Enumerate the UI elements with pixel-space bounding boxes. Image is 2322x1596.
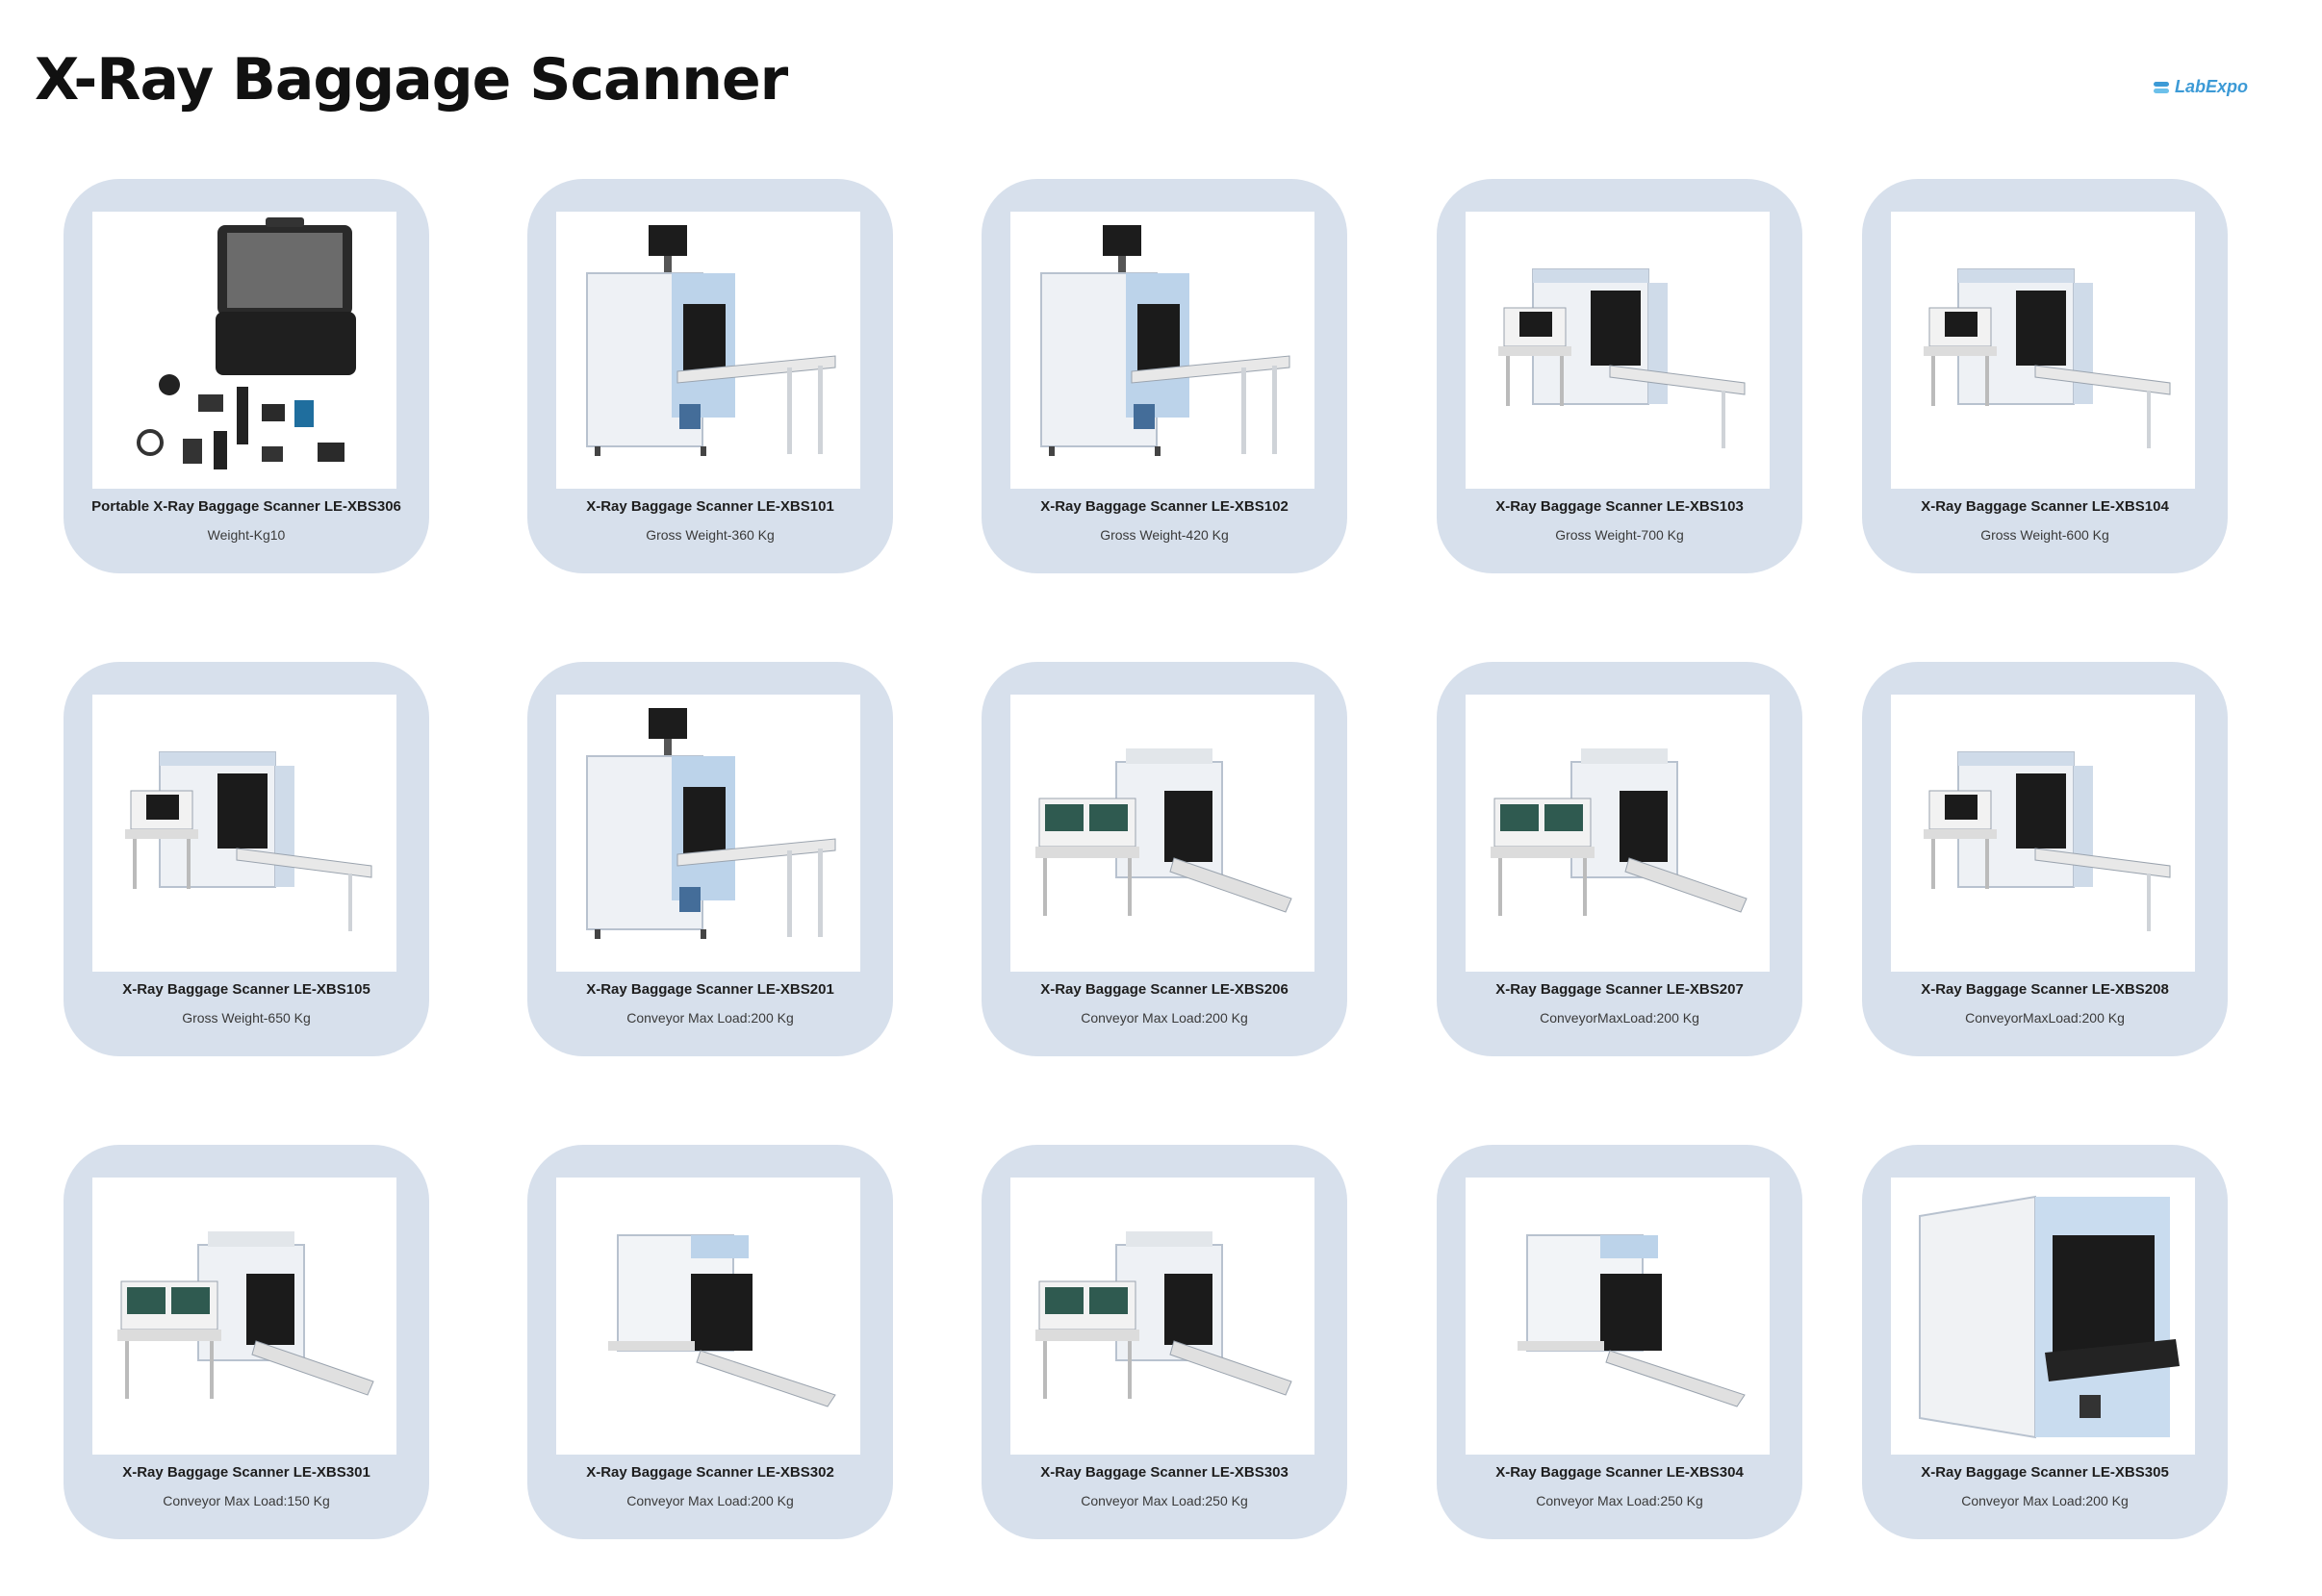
product-spec: Conveyor Max Load:150 Kg	[163, 1493, 330, 1508]
product-name: X-Ray Baggage Scanner LE-XBS303	[1040, 1464, 1289, 1481]
product-spec: Gross Weight-600 Kg	[1980, 527, 2109, 543]
brand-logo[interactable]: LabExpo	[2154, 77, 2248, 97]
logo-text: LabExpo	[2175, 77, 2249, 96]
scanner-monitor-icon	[556, 212, 860, 489]
product-name: X-Ray Baggage Scanner LE-XBS104	[1921, 498, 2169, 515]
product-spec: Conveyor Max Load:200 Kg	[1081, 1010, 1248, 1026]
scanner-desk-icon	[1466, 212, 1770, 489]
product-spec: ConveyorMaxLoad:200 Kg	[1965, 1010, 2125, 1026]
product-spec: Conveyor Max Load:200 Kg	[626, 1010, 794, 1026]
product-name: X-Ray Baggage Scanner LE-XBS304	[1495, 1464, 1744, 1481]
product-name: X-Ray Baggage Scanner LE-XBS102	[1040, 498, 1289, 515]
product-spec: Gross Weight-650 Kg	[182, 1010, 311, 1026]
product-name: X-Ray Baggage Scanner LE-XBS305	[1921, 1464, 2169, 1481]
scanner-desk-icon	[92, 695, 396, 972]
product-name: X-Ray Baggage Scanner LE-XBS208	[1921, 981, 2169, 998]
product-spec: Gross Weight-420 Kg	[1100, 527, 1229, 543]
logo-icon	[2154, 81, 2171, 94]
product-spec: Conveyor Max Load:250 Kg	[1536, 1493, 1703, 1508]
scanner-dual-icon	[92, 1178, 396, 1455]
product-spec: ConveyorMaxLoad:200 Kg	[1540, 1010, 1699, 1026]
product-card[interactable]: Portable X-Ray Baggage Scanner LE-XBS306…	[64, 179, 429, 573]
product-spec: Gross Weight-700 Kg	[1555, 527, 1684, 543]
product-spec: Conveyor Max Load:200 Kg	[1961, 1493, 2129, 1508]
scanner-dual-icon	[1466, 695, 1770, 972]
product-spec: Weight-Kg10	[207, 527, 286, 543]
page-title: X-Ray Baggage Scanner	[35, 46, 788, 114]
scanner-dual-icon	[1010, 1178, 1314, 1455]
portable-case-icon	[92, 212, 396, 489]
product-name: X-Ray Baggage Scanner LE-XBS201	[586, 981, 834, 998]
product-name: X-Ray Baggage Scanner LE-XBS206	[1040, 981, 1289, 998]
product-spec: Gross Weight-360 Kg	[646, 527, 775, 543]
product-spec: Conveyor Max Load:250 Kg	[1081, 1493, 1248, 1508]
scanner-large-icon	[1891, 1178, 2195, 1455]
product-name: Portable X-Ray Baggage Scanner LE-XBS306	[91, 498, 401, 515]
product-name: X-Ray Baggage Scanner LE-XBS302	[586, 1464, 834, 1481]
scanner-monitor-icon	[556, 695, 860, 972]
product-name: X-Ray Baggage Scanner LE-XBS103	[1495, 498, 1744, 515]
scanner-monitor-icon	[1010, 212, 1314, 489]
scanner-desk-icon	[1891, 695, 2195, 972]
scanner-ramp-icon	[1466, 1178, 1770, 1455]
product-name: X-Ray Baggage Scanner LE-XBS101	[586, 498, 834, 515]
product-name: X-Ray Baggage Scanner LE-XBS301	[122, 1464, 370, 1481]
product-name: X-Ray Baggage Scanner LE-XBS207	[1495, 981, 1744, 998]
scanner-dual-icon	[1010, 695, 1314, 972]
product-spec: Conveyor Max Load:200 Kg	[626, 1493, 794, 1508]
scanner-ramp-icon	[556, 1178, 860, 1455]
scanner-desk-icon	[1891, 212, 2195, 489]
product-name: X-Ray Baggage Scanner LE-XBS105	[122, 981, 370, 998]
